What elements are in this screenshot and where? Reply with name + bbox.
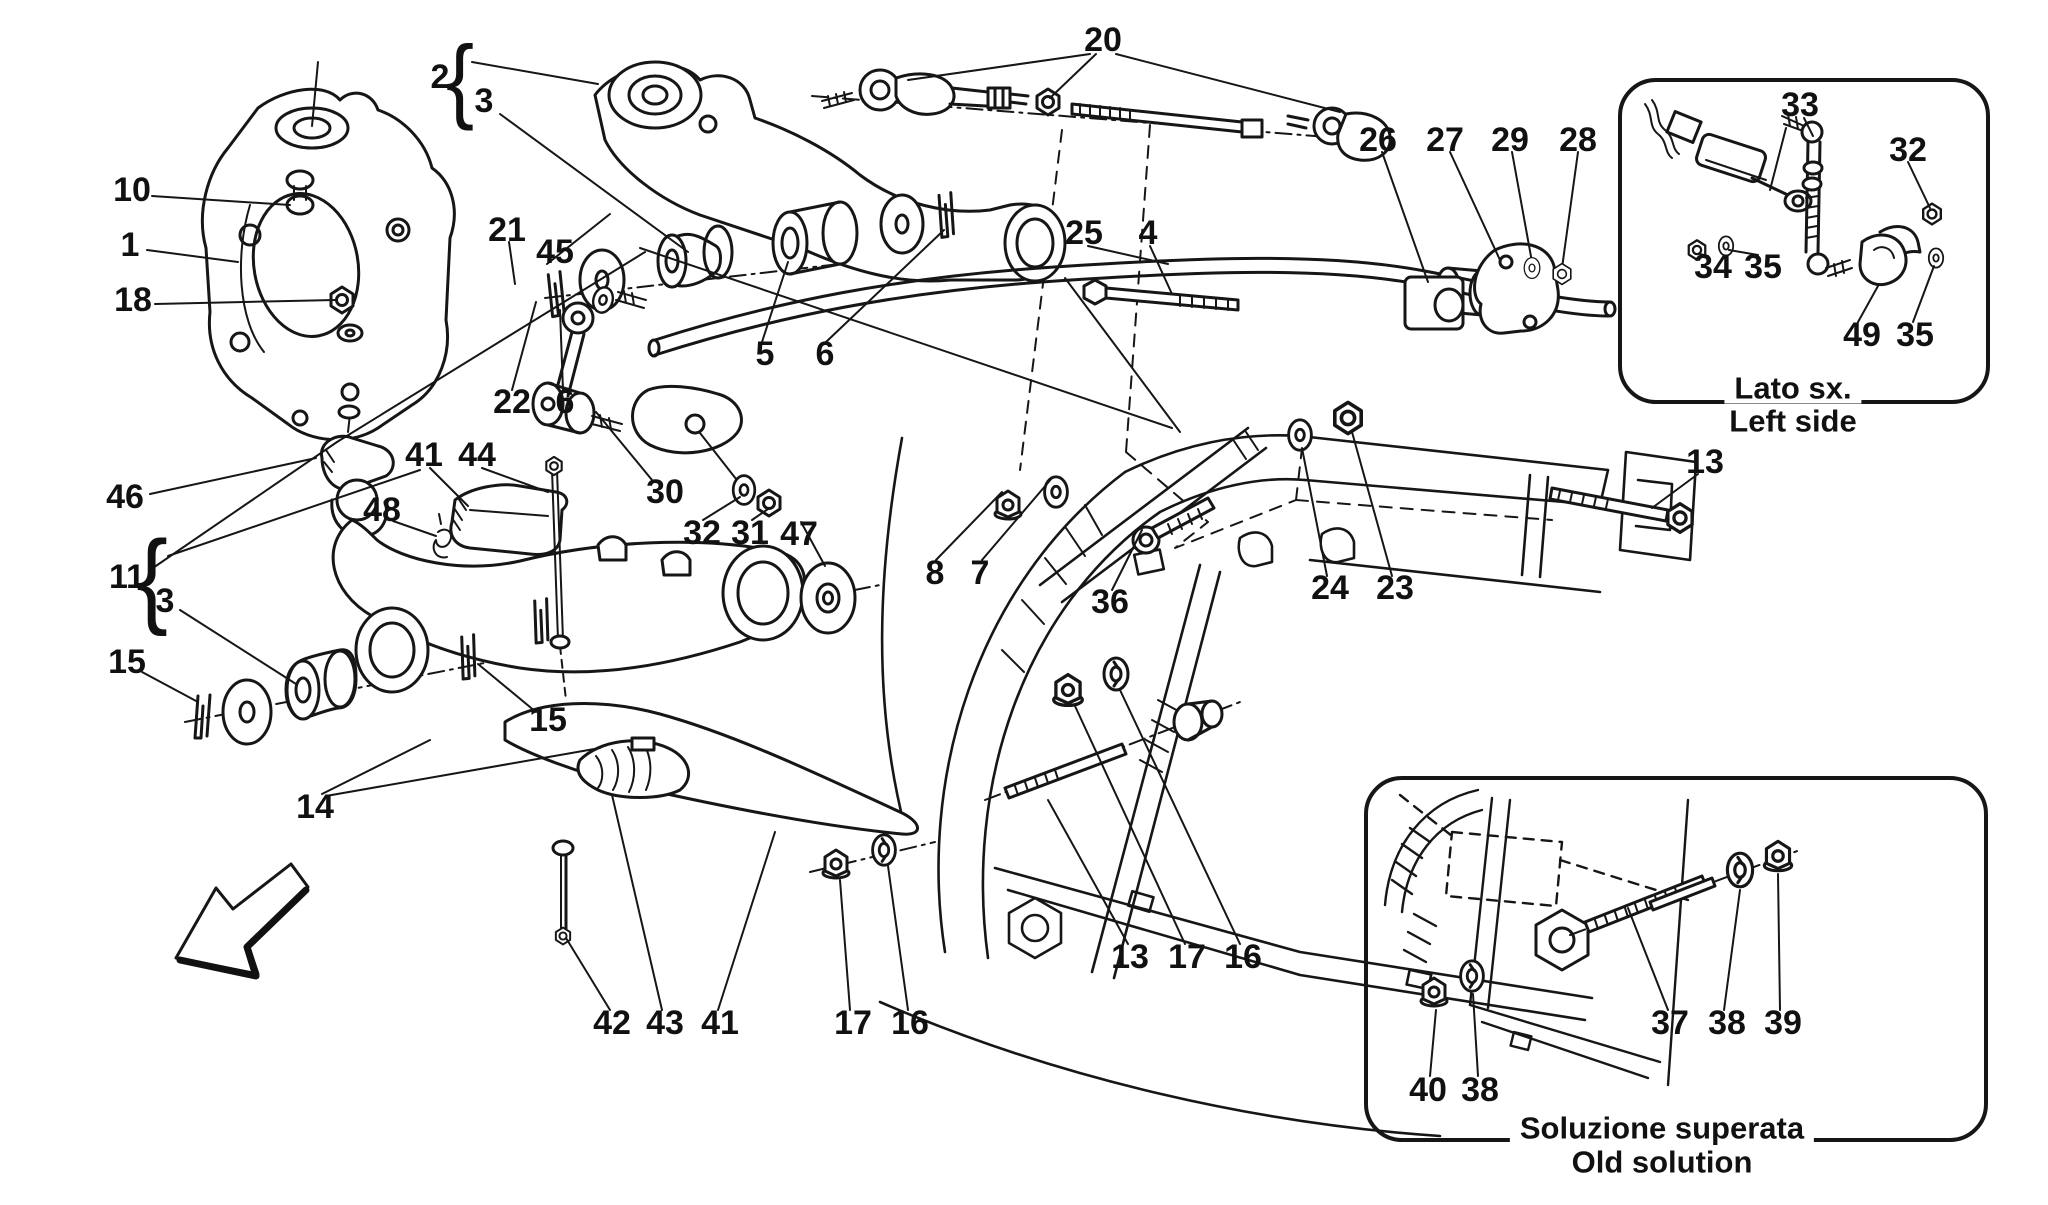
skid-plate-drawing	[503, 702, 919, 946]
part-label: 16	[891, 1004, 929, 1042]
part-label: 49	[1843, 316, 1881, 354]
left_side-caption-line-1: Lato sx.	[1724, 372, 1862, 404]
part-label: 32	[683, 514, 721, 552]
left-side-inset	[1618, 78, 1990, 404]
knuckle-drawing	[200, 61, 456, 538]
part-label: 41	[701, 1004, 739, 1042]
part-label: 8	[925, 554, 945, 592]
part-label: 1	[120, 226, 140, 264]
part-label: 48	[363, 491, 401, 529]
part-label: 34	[1694, 248, 1732, 286]
part-label: 11	[109, 558, 145, 596]
toe-link-drawing	[811, 68, 1392, 162]
part-label: 17	[1168, 938, 1206, 976]
old_solution-caption-line-2: Old solution	[1561, 1146, 1763, 1178]
part-label: 42	[593, 1004, 631, 1042]
part-label: 37	[1651, 1004, 1689, 1042]
part-label: 7	[970, 554, 990, 592]
part-label: 24	[1311, 569, 1349, 607]
part-label: 14	[296, 788, 334, 826]
old-solution-inset	[1364, 776, 1988, 1142]
part-label: 13	[1111, 938, 1149, 976]
upper-arm-drawing	[543, 60, 1067, 319]
part-label: 46	[106, 478, 144, 516]
part-label: 43	[646, 1004, 684, 1042]
part-label: 41	[405, 436, 443, 474]
left_side-caption-line-2: Left side	[1719, 405, 1867, 437]
part-label: 22	[493, 383, 531, 421]
part-label: 4	[1138, 214, 1158, 252]
part-label: 44	[458, 436, 496, 474]
part-label: 38	[1708, 1004, 1746, 1042]
part-label: 13	[1686, 443, 1724, 481]
part-label: 29	[1491, 121, 1529, 159]
part-label: 20	[1084, 21, 1122, 59]
part-label: 3	[155, 582, 175, 620]
direction-arrow-icon	[174, 862, 310, 980]
part-label: 16	[1224, 938, 1262, 976]
part-label: 15	[108, 643, 146, 681]
part-label: 6	[555, 383, 575, 421]
part-label: 31	[731, 514, 769, 552]
fastener-drawings	[809, 400, 1694, 880]
part-label: 36	[1091, 583, 1129, 621]
part-label: 33	[1781, 86, 1819, 124]
leader-lines	[141, 53, 1699, 1011]
part-label: 18	[114, 281, 152, 319]
part-label: 2	[430, 58, 450, 96]
part-label: 47	[780, 515, 818, 553]
retainer-clip-48	[432, 513, 452, 559]
callout-group-brace: {	[445, 26, 475, 131]
drop-link-drawing	[531, 283, 647, 435]
old_solution-caption-line-1: Soluzione superata	[1509, 1112, 1815, 1144]
lower-arm-drawing	[184, 518, 881, 746]
part-label: 26	[1359, 121, 1397, 159]
part-label: 21	[488, 211, 526, 249]
part-label: 6	[815, 335, 835, 373]
part-label: 28	[1559, 121, 1597, 159]
part-label: 38	[1461, 1071, 1499, 1109]
part-label: 30	[646, 473, 684, 511]
part-label: 40	[1409, 1071, 1447, 1109]
part-label: 23	[1376, 569, 1414, 607]
part-label: 27	[1426, 121, 1464, 159]
part-label: 25	[1065, 214, 1103, 252]
part-label: 32	[1889, 131, 1927, 169]
part-label: 3	[474, 82, 494, 120]
part-label: 35	[1896, 316, 1934, 354]
part-label: 35	[1744, 248, 1782, 286]
subframe-drawing	[878, 124, 1698, 1138]
heat-shield-drawing	[432, 455, 571, 701]
part-label: 39	[1764, 1004, 1802, 1042]
part-label: 15	[529, 701, 567, 739]
part-label: 10	[113, 171, 151, 209]
callout-group-brace: {	[136, 519, 168, 637]
part-label: 45	[536, 233, 574, 271]
part-label: 5	[755, 335, 775, 373]
part-label: 17	[834, 1004, 872, 1042]
bar-clamp-bracket	[1473, 242, 1560, 335]
